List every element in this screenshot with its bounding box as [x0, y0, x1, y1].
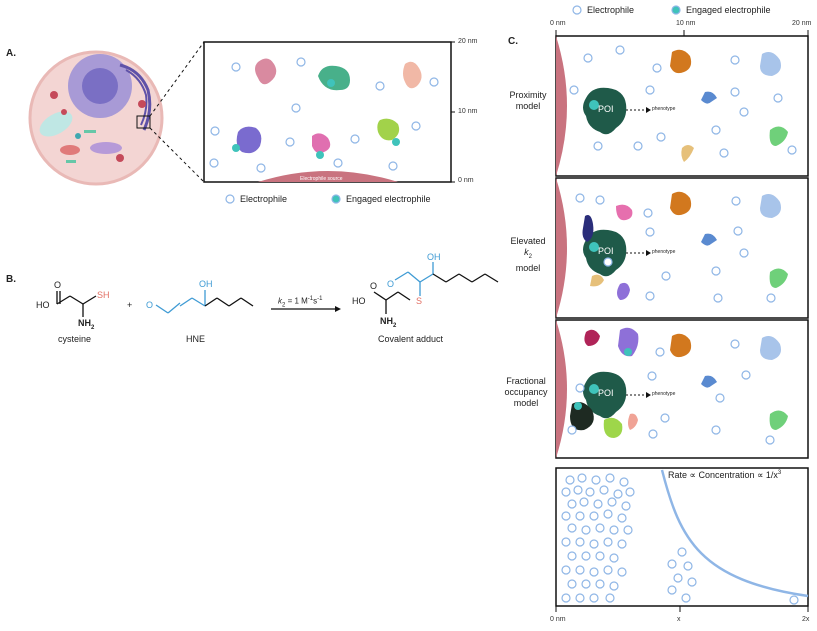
legend-electrophile-label: Electrophile	[240, 194, 288, 204]
rate-curve	[660, 469, 809, 598]
rate-title: Rate ∝ Concentration ∝ 1/x3	[668, 470, 781, 481]
hne-name: HNE	[186, 334, 206, 344]
cys-ho: HO	[36, 300, 50, 310]
row3-line1: Fractional	[506, 376, 546, 386]
cysteine-name: cysteine	[58, 334, 92, 344]
row2-line2: k2	[504, 247, 552, 263]
panel-b-letter: B.	[6, 274, 16, 285]
rate-title-text: Rate ∝ Concentration ∝ 1/x	[668, 470, 778, 480]
tick-0nm-a: 0 nm	[458, 177, 474, 184]
top-tick-0: 0 nm	[550, 20, 566, 27]
bottom-tick-0: 0 nm	[550, 616, 566, 623]
rate-sup2: -1	[317, 296, 323, 302]
hne-oh: OH	[199, 279, 213, 289]
poi-blob	[583, 87, 627, 135]
adduct-oh: OH	[427, 252, 441, 262]
rate-k: k	[278, 296, 282, 306]
zoom-box	[136, 115, 151, 129]
poi-label-1: POI	[598, 104, 614, 114]
phenotype-label-1: phenotype	[652, 106, 676, 112]
adduct-nh2: NH2	[380, 316, 396, 329]
legend-engaged-icon	[331, 194, 341, 204]
adduct-name: Covalent adduct	[378, 334, 444, 344]
top-tick-20: 20 nm	[792, 20, 812, 27]
row2-line3: model	[515, 262, 541, 273]
phenotype-label-3: phenotype	[652, 391, 676, 397]
bottom-tick-2x: 2x	[802, 616, 810, 623]
adduct-s: S	[416, 296, 423, 306]
legend-c-engaged-label: Engaged electrophile	[686, 5, 771, 15]
rate-k-sub: 2	[282, 302, 286, 309]
bottom-tick-x: x	[677, 616, 681, 623]
adduct-o2: O	[387, 279, 395, 289]
panel-c-letter: C.	[508, 36, 518, 47]
adduct-o: O	[370, 281, 378, 291]
cell-illustration	[28, 50, 164, 186]
cys-sh: SH	[97, 290, 110, 300]
legend-electrophile-icon	[225, 194, 235, 204]
rate-constant: k2 = 1 M-1s-1	[278, 296, 322, 308]
poi-label-2: POI	[598, 246, 614, 256]
row3-label: Fractional occupancy model	[498, 376, 554, 409]
row1-label: Proximity model	[504, 90, 552, 112]
legend-c-electrophile-icon	[572, 5, 582, 15]
row1-line1: Proximity	[509, 90, 547, 100]
membrane-label-a: Electrophile source	[300, 176, 343, 182]
rate-panel	[555, 467, 809, 607]
panel-a-letter: A.	[6, 48, 16, 59]
rate-rest: = 1 M	[285, 296, 308, 306]
adduct-nh: NH	[380, 316, 393, 326]
rate-sup1: -1	[307, 296, 314, 302]
row2-line1: Elevated	[510, 236, 546, 246]
hne-structure	[155, 290, 206, 314]
phenotype-label-2: phenotype	[652, 249, 676, 255]
cys-nh: NH	[78, 318, 91, 328]
poi-label-3: POI	[598, 388, 614, 398]
tick-10nm-a: 10 nm	[458, 108, 478, 115]
row3-line3: model	[513, 398, 539, 408]
electrophile-gradient	[561, 473, 799, 605]
legend-c-engaged-icon	[671, 5, 681, 15]
top-tick-10: 10 nm	[676, 20, 696, 27]
rate-s: s	[313, 296, 318, 306]
cys-nh2: NH2	[78, 318, 94, 331]
row2-k-sub: 2	[528, 253, 532, 260]
row2-label: Elevated k2 model	[504, 236, 552, 274]
adduct-ho: HO	[352, 296, 366, 306]
legend-c-electrophile-label: Electrophile	[587, 5, 635, 15]
electrophile-source-membrane	[258, 171, 398, 182]
row1-line2: model	[515, 101, 541, 111]
cys-o: O	[54, 280, 62, 290]
legend-engaged-label: Engaged electrophile	[346, 194, 431, 204]
row3-line2: occupancy	[504, 387, 548, 397]
rate-title-sup: 3	[777, 470, 782, 476]
cys-nh-sub: 2	[91, 324, 95, 331]
poi-blob	[583, 371, 627, 419]
electrophiles-rows	[567, 45, 797, 445]
adduct-structure	[373, 291, 411, 314]
adduct-nh-sub: 2	[393, 322, 397, 329]
row2-k: k	[524, 247, 529, 257]
tick-20nm-a: 20 nm	[458, 38, 478, 45]
cysteine-structure	[56, 291, 97, 317]
plus-sign: +	[127, 300, 133, 310]
hne-o: O	[146, 300, 154, 310]
poi-blob	[583, 229, 627, 277]
